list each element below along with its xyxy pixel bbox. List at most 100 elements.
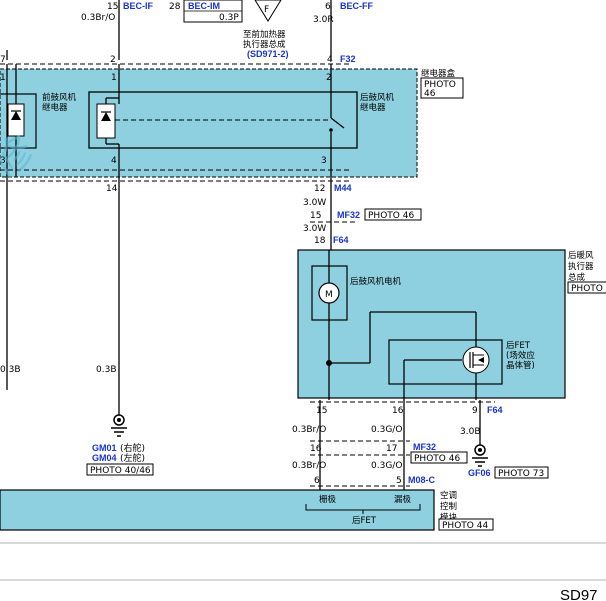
module-gate-label: 栅极 [319, 494, 337, 505]
fuse-ref-line1: 至前加热器 [243, 29, 286, 40]
wire-03bro-low: 0.3Br/O [292, 461, 326, 471]
mf32-top-photo: PHOTO 46 [368, 211, 414, 221]
f64-bottom-label: F64 [487, 405, 503, 415]
rear-actuator-photo-box [567, 281, 606, 294]
bec-ff-pin: 6 [325, 2, 331, 12]
act-pin-15: 15 [316, 406, 327, 416]
fuse-ref-triangle [254, 0, 282, 22]
fet-icon [462, 346, 490, 374]
mf32-top-label: MF32 [337, 210, 360, 220]
fet-line3: 晶体管) [506, 360, 535, 371]
wire-30b: 3.0B [460, 427, 481, 437]
mf32-top-photo-box [364, 208, 422, 221]
fuse-ref-line2: 执行器总成 [243, 39, 286, 50]
ac-module-line2: 控制 [440, 501, 457, 512]
page-code: SD97 [560, 587, 598, 601]
rear-actuator-line1: 后暖风 [568, 250, 594, 261]
relay-pin-4: 4 [111, 156, 117, 166]
module-pin-6: 6 [314, 476, 320, 486]
ground-right-photo: PHOTO 73 [498, 469, 544, 479]
relay-box [0, 68, 418, 178]
fet-line2: (场效应 [506, 350, 535, 361]
rear-actuator-photo: PHOTO [571, 284, 603, 294]
ac-module-line1: 空调 [440, 490, 457, 501]
gm01-note: (右舵) [120, 442, 145, 454]
bec-im-wire: 0.3P [219, 13, 239, 23]
module-pin-5: 5 [396, 476, 402, 486]
wire-03b-left: 0.3B [0, 365, 21, 375]
relay-box-photo [420, 77, 464, 99]
mf32-pin-16: 16 [310, 444, 322, 454]
pin-7: 7 [0, 55, 6, 65]
ground-left-photo: PHOTO 40/46 [90, 466, 151, 476]
rear-actuator-line2: 执行器 [568, 261, 594, 272]
fet-box [388, 339, 503, 385]
wire-03go-low: 0.3G/O [371, 461, 402, 471]
wire-03bro-mid: 0.3Br/O [292, 425, 326, 435]
f32-label: F32 [340, 54, 356, 64]
motor-label: 后鼓风机电机 [350, 276, 402, 287]
relay-pin-1b: 1 [111, 73, 117, 83]
relay-box-photo-1: PHOTO [424, 80, 456, 90]
mf32-pin-17: 17 [386, 444, 397, 454]
mf32-bottom-label: MF32 [413, 442, 436, 452]
motor-symbol: M [325, 290, 333, 300]
fuse-ref-letter: F [264, 5, 269, 15]
ac-module-line3: 模块 [440, 512, 458, 523]
rear-relay-line1: 后鼓风机 [360, 92, 395, 103]
wire-30w-2: 3.0W [303, 224, 326, 234]
pin-2-top: 2 [110, 55, 116, 65]
rear-actuator-box [297, 249, 566, 399]
relay-pin-3b: 3 [321, 156, 327, 166]
gm01-code: GM01 [92, 443, 117, 453]
relay-box-photo-2: 46 [424, 89, 436, 99]
gm04-code: GM04 [92, 453, 117, 463]
ac-module-photo: PHOTO 44 [442, 521, 488, 531]
rear-relay-diode [101, 112, 111, 121]
front-relay-line2: 继电器 [42, 102, 68, 113]
wire-03b-ground: 0.3B [96, 365, 117, 375]
front-relay-box [0, 93, 37, 149]
rear-relay-line2: 继电器 [360, 102, 386, 113]
f64-top-label: F64 [333, 235, 349, 245]
m44-pin: 12 [314, 184, 325, 194]
m44-label: M44 [334, 183, 352, 193]
relay-pin-3a: 3 [0, 156, 6, 166]
mf32-bottom-photo: PHOTO 46 [414, 454, 460, 464]
module-drain-label: 漏极 [394, 494, 412, 505]
act-pin-16: 16 [392, 406, 404, 416]
pin-4-f32: 4 [327, 55, 333, 65]
bec-im-pin: 28 [169, 2, 181, 12]
gm04-note: (左舵) [120, 452, 145, 464]
relay-pin-2: 2 [326, 73, 332, 83]
front-relay-line1: 前鼓风机 [42, 92, 77, 103]
gf06-label: GF06 [468, 468, 491, 478]
bec-ff-wire: 3.0R [313, 15, 334, 25]
bec-im-label: BEC-IM [188, 1, 220, 11]
mf32-bottom-photo-box [410, 451, 468, 464]
wire-30w-1: 3.0W [303, 198, 326, 208]
front-relay-diode [11, 111, 21, 120]
mf32-top-pin: 15 [310, 211, 321, 221]
bec-ff-label: BEC-FF [340, 1, 373, 11]
ac-module-photo-box [438, 518, 494, 531]
module-fet-label: 后FET [352, 515, 377, 526]
rear-relay-switch [330, 117, 345, 129]
rear-relay-box [88, 91, 358, 149]
ground-right-photo-box [494, 466, 549, 479]
fuse-ref-code: (SD971-2) [247, 49, 289, 59]
rear-actuator-line3: 总成 [568, 272, 586, 283]
ground-left-photo-box [86, 463, 154, 476]
relay-box-title: 继电器盒 [421, 68, 456, 79]
wire-03bro-top: 0.3Br/O [81, 13, 115, 23]
m08c-label: M08-C [408, 475, 436, 485]
fet-line1: 后FET [506, 340, 531, 351]
bec-if-pin: 15 [107, 2, 118, 12]
f64-top-pin: 18 [314, 236, 326, 246]
pin-14: 14 [106, 184, 118, 194]
relay-pin-1a: 1 [0, 73, 6, 83]
act-pin-9: 9 [472, 406, 478, 416]
wire-03go-mid: 0.3G/O [371, 425, 402, 435]
bec-if-label: BEC-IF [123, 1, 153, 11]
